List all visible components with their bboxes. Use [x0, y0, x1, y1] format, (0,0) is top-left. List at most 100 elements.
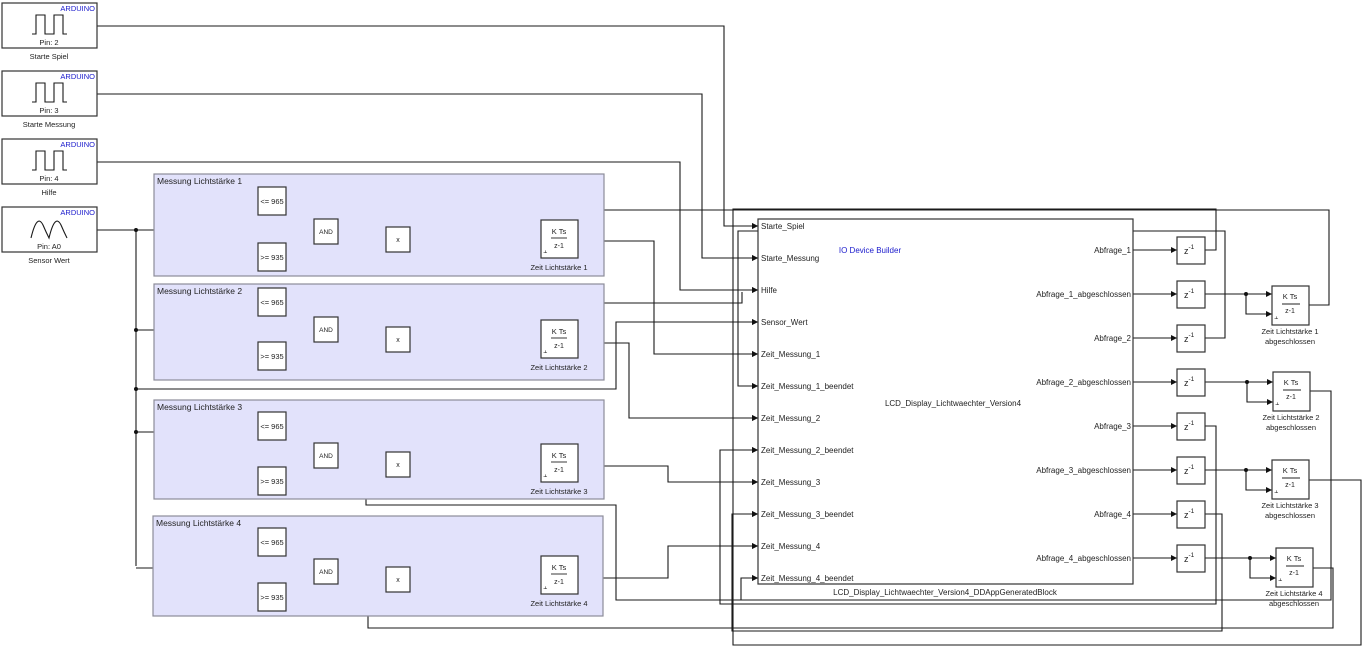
subsystem-area[interactable]: [153, 399, 605, 500]
wire-int-reset[interactable]: [1249, 558, 1276, 579]
product-block[interactable]: [385, 326, 411, 353]
wire-int-reset[interactable]: [1246, 382, 1273, 403]
unit-delay-block[interactable]: z-1: [1176, 412, 1206, 441]
source-box[interactable]: [1, 2, 98, 49]
delay-box[interactable]: [1176, 500, 1206, 529]
delay-box[interactable]: [1176, 368, 1206, 397]
integrator-box[interactable]: [1271, 285, 1310, 326]
subsystem-title: Messung Lichtstärke 2: [157, 286, 242, 296]
arrow-head-icon: [1171, 423, 1177, 429]
compare-ge-block[interactable]: [257, 582, 287, 612]
product-block[interactable]: [385, 451, 411, 478]
wire-abfrage-1-loop[interactable]: [732, 208, 1362, 646]
delay-exponent: -1: [1189, 420, 1195, 427]
source-box[interactable]: [1, 70, 98, 117]
reset-icon: ⫠: [1275, 400, 1280, 407]
input-port-label: Starte_Messung: [761, 254, 819, 263]
wire-zeit-1[interactable]: [578, 240, 758, 355]
wire-int-reset[interactable]: [1245, 294, 1272, 315]
unit-delay-block[interactable]: z-1: [1176, 280, 1206, 309]
integrator-numerator: K Ts: [1283, 466, 1298, 475]
sine-wave-icon: [30, 220, 68, 240]
io-device-block[interactable]: IO Device BuilderLCD_Display_Lichtwaecht…: [752, 218, 1134, 585]
arrow-head-icon: [1266, 467, 1272, 473]
integrator-box[interactable]: [1271, 459, 1310, 500]
subsystem-area[interactable]: [152, 515, 604, 617]
unit-delay-block[interactable]: z-1: [1176, 368, 1206, 397]
wire-abfrage-4-loop[interactable]: [731, 513, 1223, 632]
source-name-label: Starte Spiel: [30, 52, 69, 61]
wire-starte-spiel[interactable]: [97, 25, 758, 227]
compare-le-block[interactable]: [257, 186, 287, 216]
and-block[interactable]: [313, 442, 339, 469]
delay-label: z-1: [1184, 508, 1195, 520]
integrator-name-label: Zeit Lichtstärke 3: [530, 487, 587, 496]
delay-box[interactable]: [1176, 236, 1206, 265]
integrator-block[interactable]: [540, 219, 579, 259]
wire-abfrage-3-loop[interactable]: [719, 425, 1217, 605]
subsystem-area[interactable]: [153, 173, 605, 277]
product-block[interactable]: [385, 566, 411, 593]
integrator-block[interactable]: [540, 443, 579, 483]
and-block[interactable]: [313, 316, 339, 343]
product-block[interactable]: [385, 226, 411, 253]
wire-sensor-device[interactable]: [136, 321, 758, 390]
source-box[interactable]: [1, 138, 98, 185]
arrow-head-icon: [1270, 555, 1276, 561]
integrator-box[interactable]: [1272, 371, 1311, 412]
delay-box[interactable]: [1176, 412, 1206, 441]
unit-delay-block[interactable]: z-1: [1176, 500, 1206, 529]
integrator-block[interactable]: [540, 555, 579, 595]
compare-ge-block[interactable]: [257, 242, 287, 272]
wire-int-reset[interactable]: [1245, 470, 1272, 491]
compare-le-block[interactable]: [257, 411, 287, 441]
wire-zeit-3[interactable]: [578, 465, 758, 483]
and-block[interactable]: [313, 218, 339, 245]
delay-label: z-1: [1184, 552, 1195, 564]
and-block[interactable]: [313, 558, 339, 585]
source-box[interactable]: [1, 206, 98, 253]
arrow-head-icon: [1171, 511, 1177, 517]
wire-starte-messung[interactable]: [97, 93, 758, 259]
compare-le-block[interactable]: [257, 287, 287, 317]
arrow-head-icon: [1171, 291, 1177, 297]
input-port-arrow-icon: [752, 543, 758, 549]
wire-hilfe[interactable]: [97, 161, 758, 291]
integrator-box[interactable]: [1275, 547, 1314, 588]
delay-box[interactable]: [1176, 280, 1206, 309]
unit-delay-block[interactable]: z-1: [1176, 236, 1206, 265]
wire-zeit-4-done[interactable]: [740, 577, 1291, 601]
device-box[interactable]: [757, 218, 1134, 585]
compare-ge-block[interactable]: [257, 466, 287, 496]
and-label: AND: [319, 453, 333, 460]
compare-le-label: <= 965: [260, 298, 283, 307]
unit-delay-block[interactable]: z-1: [1176, 456, 1206, 485]
subsystem-area[interactable]: [153, 283, 605, 381]
delay-box[interactable]: [1176, 456, 1206, 485]
reset-icon: ⫠: [543, 248, 548, 255]
wire-zeit-4[interactable]: [578, 545, 758, 579]
wire-sensor-bus[interactable]: [97, 229, 137, 566]
input-port-arrow-icon: [752, 511, 758, 517]
compare-ge-block[interactable]: [257, 341, 287, 371]
delay-box[interactable]: [1176, 324, 1206, 353]
arrow-head-icon: [1171, 555, 1177, 561]
unit-delay-block[interactable]: z-1: [1176, 324, 1206, 353]
compare-le-block[interactable]: [257, 527, 287, 557]
unit-delay-block[interactable]: z-1: [1176, 544, 1206, 573]
compare-le-label: <= 965: [260, 197, 283, 206]
integrator-block[interactable]: [540, 319, 579, 359]
delay-box[interactable]: [1176, 544, 1206, 573]
